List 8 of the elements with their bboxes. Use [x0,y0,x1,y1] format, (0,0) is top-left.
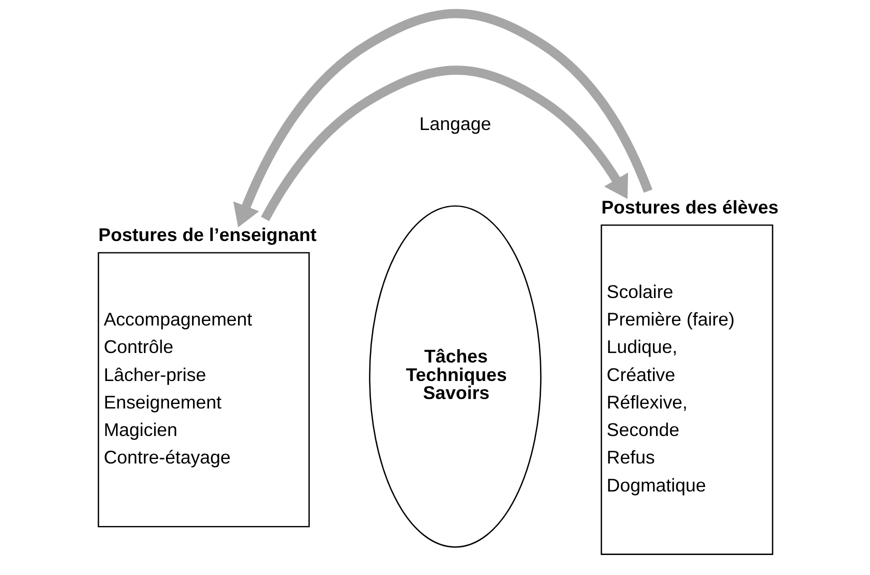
label: Langage [418,112,491,134]
node-box: Accompagnement Contrôle Lâcher-prise Enseignement Magicien Contre-étayage [97,252,310,528]
node-label: Postures des élèves [600,196,778,218]
node-ellipse: Tâches Techniques Savoirs [368,205,541,548]
node-label: Postures de l’enseignant [98,224,316,246]
arrow [232,9,652,228]
node-box: Scolaire Première (faire) Ludique, Créative Réflexive, Seconde Refus Dogmatique [600,224,773,555]
arrow [260,66,628,222]
